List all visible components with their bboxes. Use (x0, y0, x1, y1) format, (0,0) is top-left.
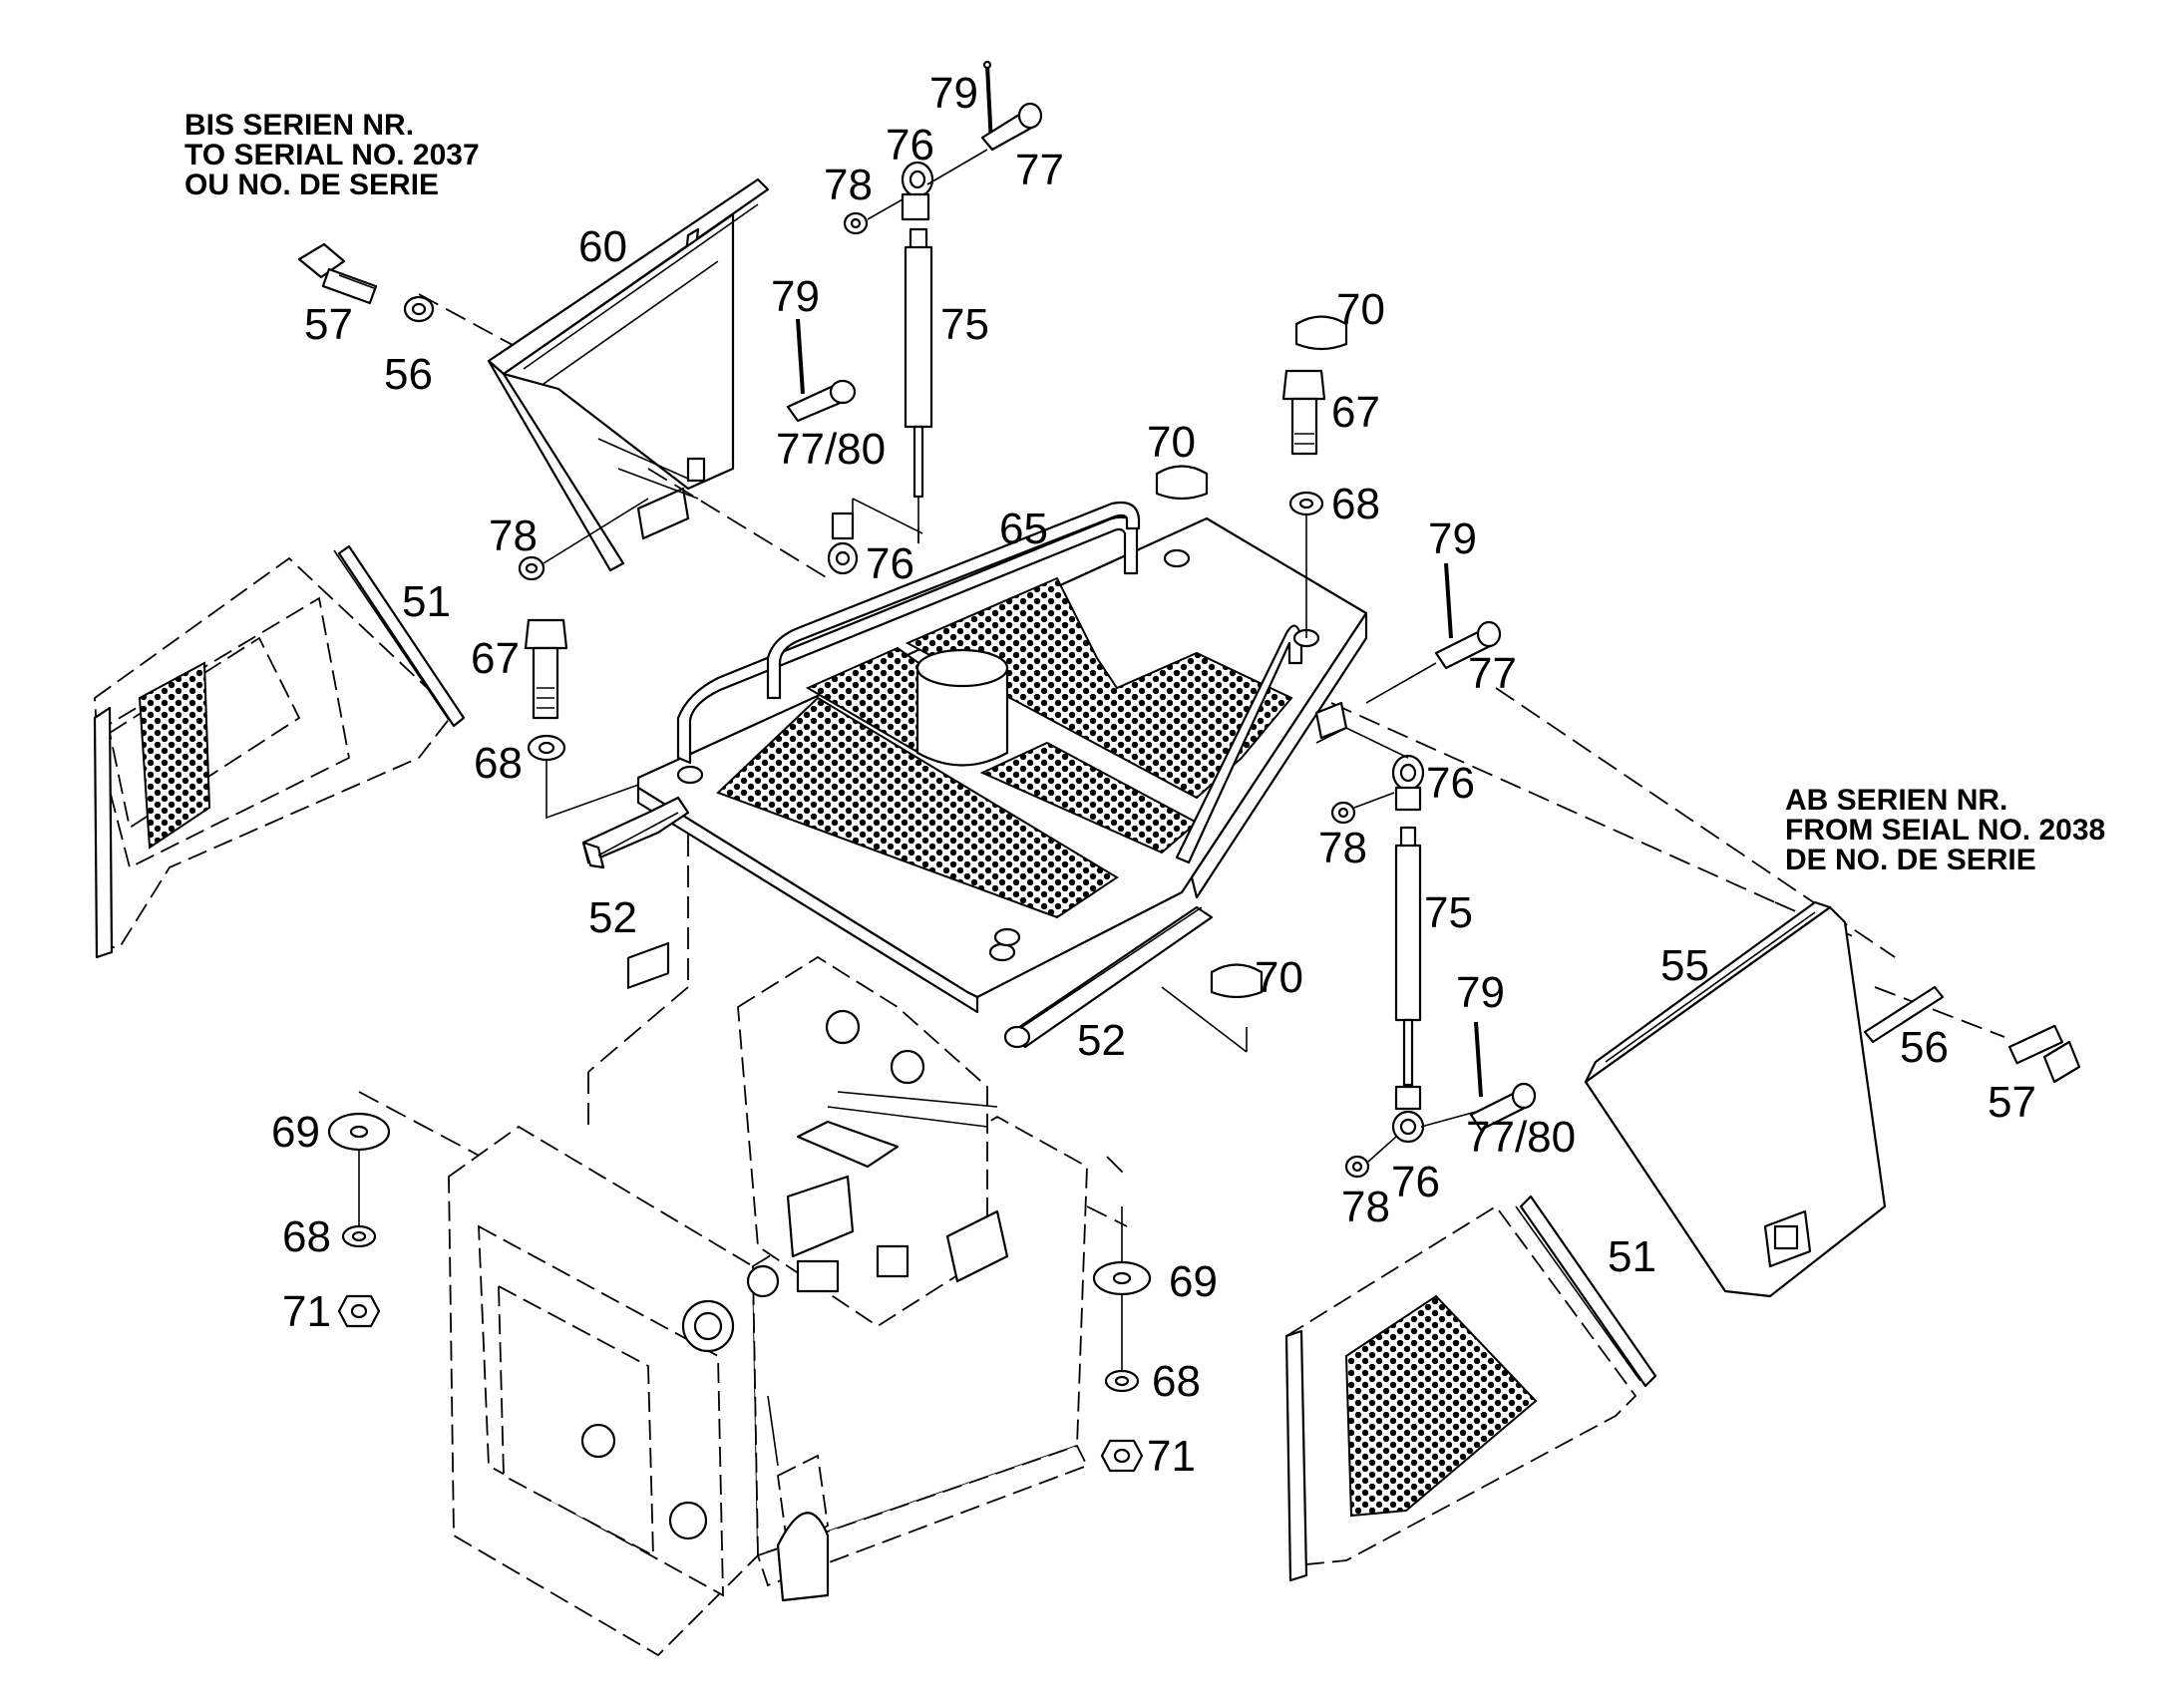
callout-65: 65 (999, 505, 1048, 553)
callout-71-right: 71 (1147, 1432, 1196, 1481)
callouts: 79 76 77 78 60 57 56 79 75 77/80 70 67 7… (271, 69, 2036, 1481)
callout-77-right: 77 (1468, 649, 1517, 698)
note-top-left-line2: TO SERIAL NO. 2037 (184, 139, 480, 171)
callout-68-bottom-right: 68 (1152, 1357, 1201, 1406)
rail-52-right (1003, 905, 1214, 1049)
callout-52-left: 52 (588, 893, 637, 942)
callout-79-upper: 79 (771, 272, 820, 321)
note-right-line1: AB SERIEN NR. (1785, 784, 2007, 817)
washer-68-bottom-left (341, 1224, 377, 1248)
callout-70-mid: 70 (1147, 418, 1196, 467)
washer-69-right (1092, 1260, 1152, 1296)
callout-79-top: 79 (929, 69, 978, 118)
callout-55: 55 (1660, 941, 1709, 990)
callout-76-mid: 76 (866, 539, 914, 588)
callout-51-left: 51 (402, 577, 451, 626)
side-panel-left-51 (93, 544, 466, 959)
chassis-frame (448, 941, 1089, 1657)
callout-68-left: 68 (474, 739, 523, 788)
washer-78-right-bottom (1344, 1155, 1370, 1179)
tray-65 (636, 501, 1368, 1014)
callout-52-right: 52 (1077, 1016, 1126, 1065)
pin-79-lower (1474, 1021, 1483, 1098)
side-panel-right-51 (1284, 1195, 1657, 1582)
callout-57-left: 57 (304, 300, 353, 349)
callout-70-low: 70 (1255, 953, 1303, 1002)
bolt-67-right (1281, 369, 1326, 456)
bolt-57-right (2007, 1024, 2081, 1084)
callout-70-top: 70 (1336, 285, 1385, 334)
washer-56-left (403, 295, 435, 323)
gas-strut-75-top (904, 227, 933, 543)
pin-77-top (980, 102, 1043, 152)
washer-68-bottom-right (1104, 1369, 1140, 1393)
bolt-57-left (297, 242, 378, 305)
bolt-67-left (524, 618, 568, 720)
washer-68-right (1288, 491, 1324, 516)
callout-69-left: 69 (271, 1108, 320, 1157)
bracket-56-right (1863, 985, 1945, 1044)
callout-56-left: 56 (384, 350, 433, 399)
callout-78-right-top: 78 (1318, 824, 1367, 872)
cap-70-mid (1155, 465, 1209, 501)
rod-end-76-top (901, 161, 934, 221)
note-right-line3: DE NO. DE SERIE (1785, 844, 2036, 876)
cover-55 (1584, 900, 1887, 1298)
callout-78-mid: 78 (489, 512, 538, 560)
callout-78-top: 78 (824, 161, 873, 209)
note-top-left-line3: OU NO. DE SERIE (184, 169, 439, 201)
pin-79-right (1444, 562, 1453, 639)
cap-70-low (1210, 963, 1264, 999)
callout-75-lower: 75 (1424, 888, 1473, 937)
callout-79-lower: 79 (1456, 968, 1505, 1017)
rail-52-left (581, 796, 690, 869)
washer-78-right-top (1330, 801, 1356, 825)
nut-71-right (1100, 1439, 1144, 1473)
pin-77-80-lower (1469, 1082, 1537, 1132)
callout-56-right: 56 (1900, 1023, 1949, 1072)
washer-69-left (327, 1112, 391, 1152)
callout-77-80-upper: 77/80 (776, 425, 886, 474)
note-top-left-line1: BIS SERIEN NR. (184, 109, 414, 142)
callout-75-top: 75 (940, 300, 989, 349)
callout-77-80-lower: 77/80 (1466, 1113, 1576, 1162)
rod-end-76-right-top (1391, 754, 1425, 812)
callout-77-top: 77 (1015, 146, 1064, 194)
bracket-60 (487, 177, 770, 572)
washer-78-mid (518, 555, 545, 581)
callout-67-right: 67 (1331, 388, 1380, 437)
washer-78-top (843, 211, 869, 235)
callout-76-top: 76 (886, 121, 934, 170)
callout-68-bottom-left: 68 (282, 1212, 331, 1261)
washer-68-left (527, 734, 566, 762)
callout-78-right-bottom: 78 (1341, 1183, 1390, 1231)
cap-70-top (1294, 315, 1348, 351)
gas-strut-75-lower (1394, 826, 1422, 1087)
callout-60: 60 (578, 222, 627, 271)
callout-57-right: 57 (1988, 1078, 2036, 1127)
callout-76-right-top: 76 (1426, 759, 1475, 808)
callout-79-right: 79 (1428, 514, 1477, 563)
nut-71-left (337, 1294, 381, 1328)
callout-76-right-bottom: 76 (1391, 1158, 1440, 1206)
note-top-left: BIS SERIEN NR. TO SERIAL NO. 2037 OU NO.… (184, 109, 480, 201)
note-right: AB SERIEN NR. FROM SEIAL NO. 2038 DE NO.… (1785, 784, 2105, 876)
note-right-line2: FROM SEIAL NO. 2038 (1785, 814, 2105, 847)
callout-68-right: 68 (1331, 480, 1380, 528)
callout-51-right: 51 (1608, 1232, 1656, 1281)
rod-end-76-right-bottom (1391, 1085, 1425, 1144)
rod-end-76-mid (827, 512, 859, 575)
callout-71-left: 71 (282, 1287, 331, 1336)
callout-69-right: 69 (1169, 1257, 1218, 1306)
callout-67-left: 67 (471, 634, 520, 683)
pin-77-right (1434, 620, 1502, 670)
pin-77-80-upper (786, 379, 857, 423)
pin-79-upper (796, 318, 805, 395)
